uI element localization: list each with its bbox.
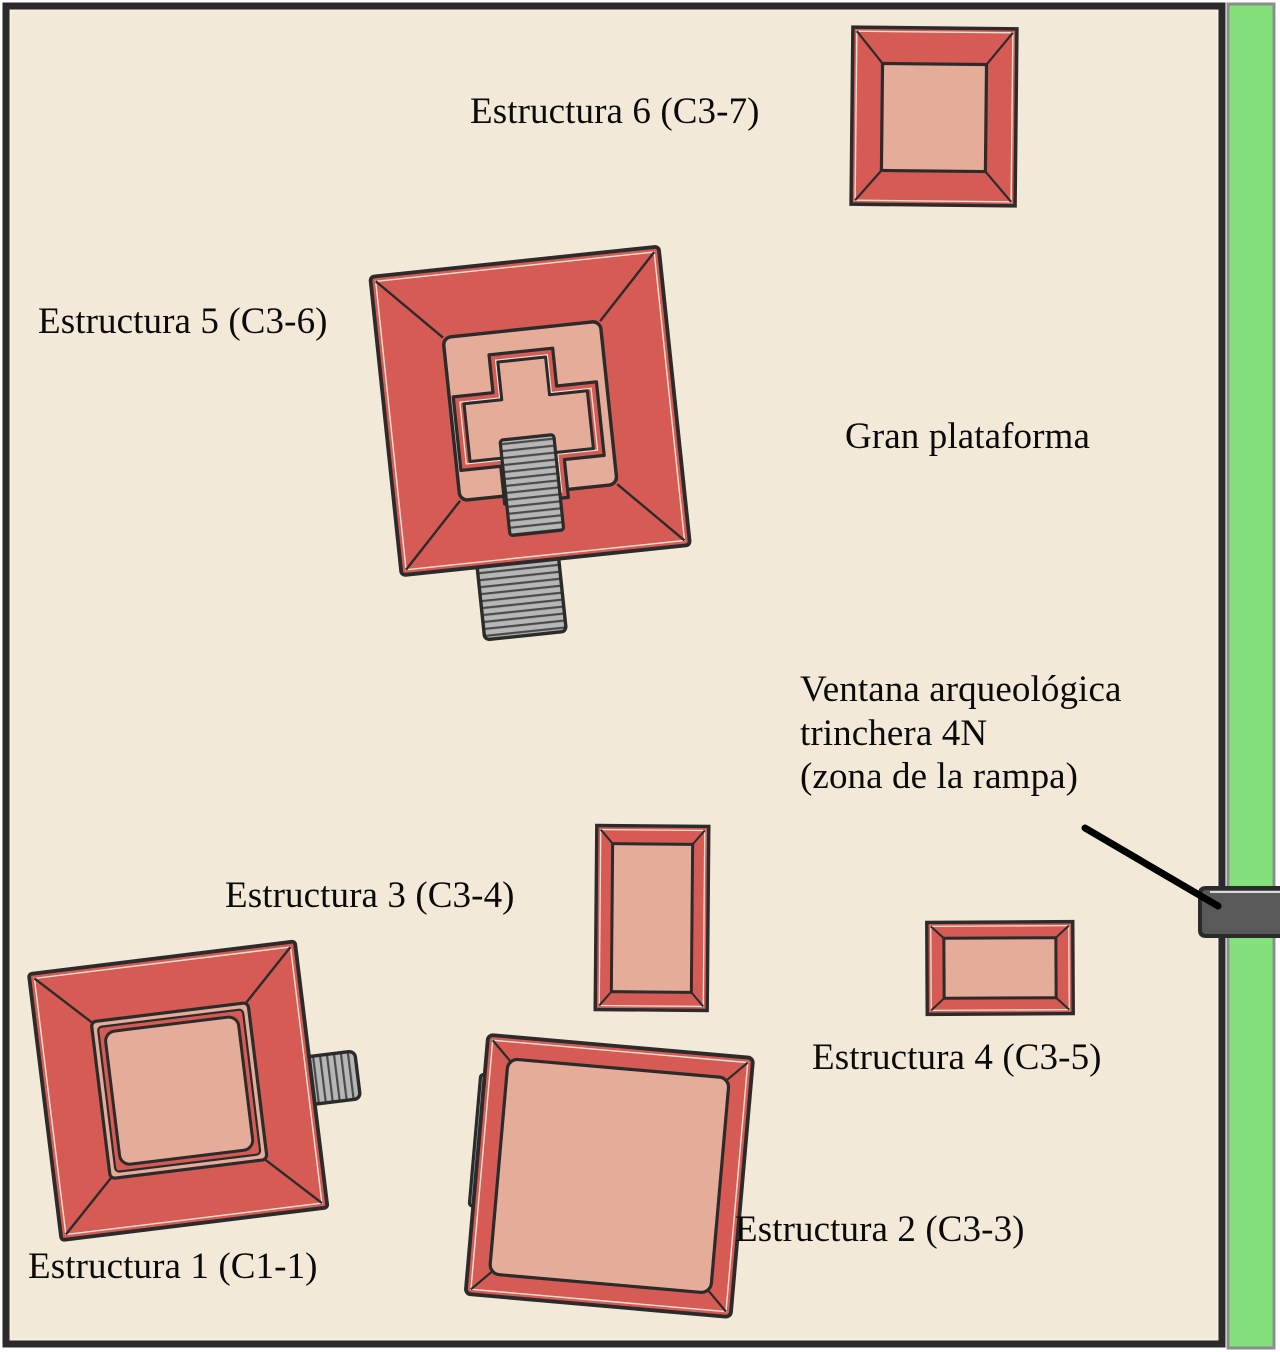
label-ventana-arqueologica: Ventana arqueológica trinchera 4N (zona … [800, 669, 1122, 798]
vegetation-strip [1226, 2, 1276, 1350]
ventana-leader-line [1081, 824, 1222, 910]
estructura-5-shape [368, 245, 692, 642]
label-gran-plataforma: Gran plataforma [845, 416, 1090, 457]
estructura-5-stair-upper [498, 433, 566, 537]
estructura-6-shape [849, 25, 1019, 208]
estructura-1-shape [27, 939, 362, 1242]
label-estructura-6: Estructura 6 (C3-7) [470, 91, 760, 132]
label-estructura-3: Estructura 3 (C3-4) [225, 875, 515, 916]
label-estructura-5: Estructura 5 (C3-6) [38, 301, 328, 342]
estructura-2-shape [464, 1033, 755, 1319]
estructura-4-shape [925, 919, 1075, 1017]
label-estructura-1: Estructura 1 (C1-1) [28, 1246, 318, 1287]
estructura-3-shape [593, 823, 711, 1013]
label-estructura-2: Estructura 2 (C3-3) [735, 1209, 1025, 1250]
label-estructura-4: Estructura 4 (C3-5) [812, 1037, 1102, 1078]
